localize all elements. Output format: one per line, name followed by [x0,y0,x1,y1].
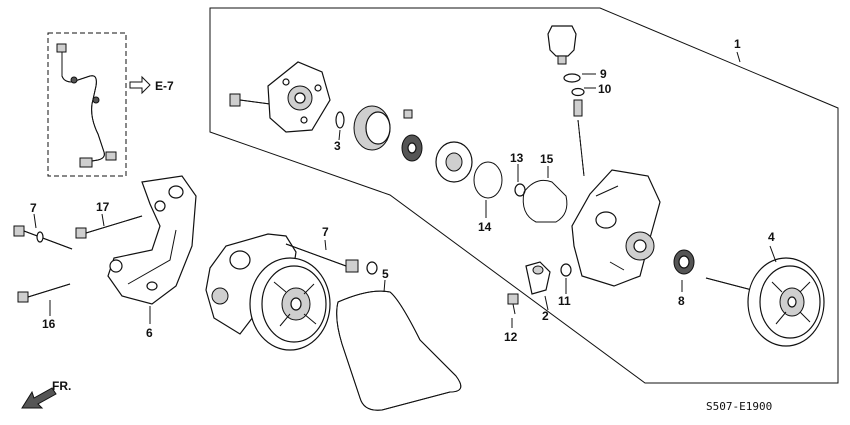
pin-piece [403,109,413,119]
callout-8: 8 [678,294,685,308]
callout-6: 6 [146,326,153,340]
pump-body [571,169,661,287]
reference-label: E-7 [155,79,174,93]
callout-13: 13 [510,151,524,165]
callout-12: 12 [504,330,518,344]
callout-4: 4 [768,230,775,244]
flow-control-valve [547,25,585,177]
bolt-7-left [13,225,73,250]
inlet-joint-2 [525,261,551,295]
callout-14: 14 [478,220,492,234]
o-ring-3 [335,111,345,129]
bearing-8 [673,249,695,275]
reference-arrow-icon [129,75,151,95]
callout-7-right: 7 [322,225,329,239]
bolt-7-right [285,243,378,275]
leader-lines [33,51,777,328]
callout-labels: 1 2 3 4 5 6 7 7 8 9 10 11 12 13 14 15 16… [30,37,775,344]
callout-2: 2 [542,309,549,323]
drive-belt-5 [336,290,462,411]
bolt-12 [507,293,519,315]
diagram-code: S507-E1900 [706,400,772,413]
bracket-6 [107,175,197,305]
bolt-17 [75,215,143,239]
callout-7-left: 7 [30,201,37,215]
front-direction-indicator: FR. [21,379,71,409]
gasket-15 [522,179,568,223]
pump-rear-cover [267,61,331,133]
hose-illustration [56,43,117,168]
front-arrow-icon [21,387,57,409]
pulley-shaft-4 [705,257,825,347]
callout-5: 5 [382,267,389,281]
hose-inset-box [47,32,127,177]
power-steering-pump-assembled [205,233,331,351]
assembly-frame [209,7,839,384]
callout-9: 9 [600,67,607,81]
front-label: FR. [52,379,71,393]
rotor [401,134,423,162]
o-ring-14 [473,161,503,199]
cover-bolt [229,93,271,107]
side-plate [435,141,473,183]
callout-3: 3 [334,139,341,153]
callout-16: 16 [42,317,56,331]
o-ring-11 [560,263,572,277]
callout-10: 10 [598,82,612,96]
cam-ring [353,105,391,151]
bolt-16 [17,283,71,303]
callout-15: 15 [540,152,554,166]
callout-17: 17 [96,200,110,214]
callout-1: 1 [734,37,741,51]
callout-11: 11 [558,294,571,308]
